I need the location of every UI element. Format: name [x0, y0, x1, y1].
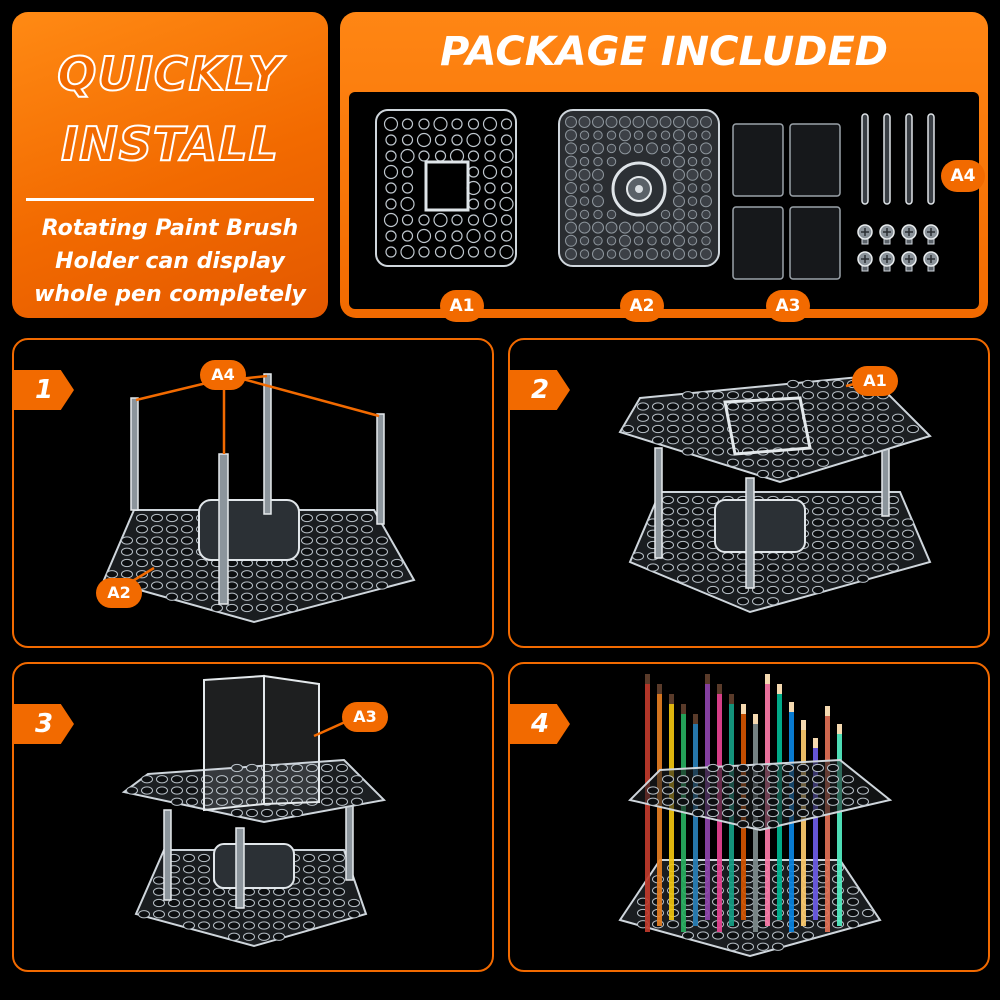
step-3-panel: 3 A3 [12, 662, 494, 972]
part-a2-base-plate-image [558, 109, 720, 267]
step-4-number: 4 [510, 704, 570, 744]
package-parts-illustration [375, 109, 939, 280]
part-label-a3: A3 [766, 290, 810, 322]
step-4-panel: 4 [508, 662, 990, 972]
quick-install-panel: QUICKLY INSTALL Rotating Paint Brush Hol… [12, 12, 328, 318]
package-included-panel: PACKAGE INCLUDED [340, 12, 988, 322]
step-1-callout-a4: A4 [200, 360, 246, 390]
promo-desc-line: Rotating Paint Brush [41, 216, 299, 241]
promo-description: Rotating Paint Brush Holder can display … [12, 212, 328, 311]
promo-desc-line: Holder can display [55, 249, 285, 274]
package-title: PACKAGE INCLUDED [440, 29, 888, 75]
package-parts-area: A1 A2 A3 A4 [349, 92, 985, 322]
step-1-callout-a2: A2 [96, 578, 142, 608]
step-1-illustration [102, 373, 416, 624]
step-2-number: 2 [510, 370, 570, 410]
step-4-illustration [618, 674, 893, 958]
part-a4-screws-image [857, 224, 939, 272]
part-label-a1: A1 [440, 290, 484, 322]
part-a4-rods-image [861, 113, 935, 205]
part-a3-panels-image [732, 123, 841, 280]
promo-title-line2: INSTALL [60, 116, 279, 172]
step-3-number: 3 [14, 704, 74, 744]
step-3-callout-a3: A3 [342, 702, 388, 732]
promo-title-line1: QUICKLY [56, 46, 283, 102]
part-label-a4: A4 [941, 160, 985, 192]
step-2-illustration [618, 374, 932, 614]
step-2-panel: 2 A1 [508, 338, 990, 648]
part-a1-top-plate-image [375, 109, 517, 267]
part-label-a2: A2 [620, 290, 664, 322]
promo-divider [26, 198, 314, 201]
step-1-panel: 1 A4 A2 [12, 338, 494, 648]
promo-desc-line: whole pen completely [34, 282, 306, 307]
step-1-number: 1 [14, 370, 74, 410]
step-3-illustration [121, 674, 387, 948]
step-2-callout-a1: A1 [852, 366, 898, 396]
